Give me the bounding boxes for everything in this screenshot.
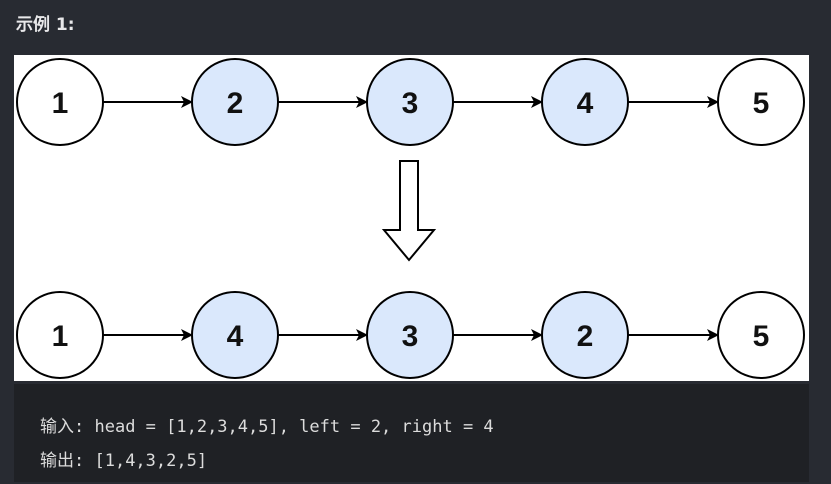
linked-list-diagram: 1 2 3 4 5 1 4 3 2 5 xyxy=(14,55,809,381)
input-label: 输入: xyxy=(40,417,85,437)
before-node: 2 xyxy=(191,58,279,146)
input-value: head = [1,2,3,4,5], left = 2, right = 4 xyxy=(84,417,494,437)
after-node-circle xyxy=(191,291,279,379)
list-after: 1 4 3 2 5 xyxy=(16,291,805,379)
after-node: 4 xyxy=(191,291,279,379)
diagram-canvas: 1 2 3 4 5 1 4 3 2 5 xyxy=(16,58,805,379)
before-node: 4 xyxy=(541,58,629,146)
after-node-circle xyxy=(541,291,629,379)
before-node-label: 3 xyxy=(402,87,419,120)
example-code-block: 输入: head = [1,2,3,4,5], left = 2, right … xyxy=(14,384,809,482)
before-node-label: 5 xyxy=(753,87,770,120)
before-node-circle xyxy=(541,58,629,146)
before-node-label: 2 xyxy=(227,87,244,120)
output-value: [1,4,3,2,5] xyxy=(84,451,208,471)
before-node: 5 xyxy=(717,58,805,146)
list-before: 1 2 3 4 5 xyxy=(16,58,805,146)
input-line: 输入: head = [1,2,3,4,5], left = 2, right … xyxy=(40,416,494,438)
before-node: 3 xyxy=(366,58,454,146)
after-node-label: 3 xyxy=(402,320,419,353)
before-node-circle xyxy=(366,58,454,146)
after-node-label: 1 xyxy=(52,320,69,353)
before-node-circle xyxy=(717,58,805,146)
after-node-circle xyxy=(366,291,454,379)
after-node-label: 5 xyxy=(753,320,770,353)
after-node-label: 4 xyxy=(227,320,244,353)
transform-arrow xyxy=(381,160,437,262)
before-node-label: 4 xyxy=(577,87,594,120)
output-line: 输出: [1,4,3,2,5] xyxy=(40,450,207,472)
after-node-label: 2 xyxy=(577,320,594,353)
after-node-circle xyxy=(16,291,104,379)
after-node: 5 xyxy=(717,291,805,379)
before-node-circle xyxy=(191,58,279,146)
after-node: 1 xyxy=(16,291,104,379)
example-title: 示例 1: xyxy=(16,15,75,35)
before-node-label: 1 xyxy=(52,87,69,120)
output-label: 输出: xyxy=(40,451,85,471)
after-node-circle xyxy=(717,291,805,379)
after-node: 3 xyxy=(366,291,454,379)
after-node: 2 xyxy=(541,291,629,379)
before-node-circle xyxy=(16,58,104,146)
before-node: 1 xyxy=(16,58,104,146)
